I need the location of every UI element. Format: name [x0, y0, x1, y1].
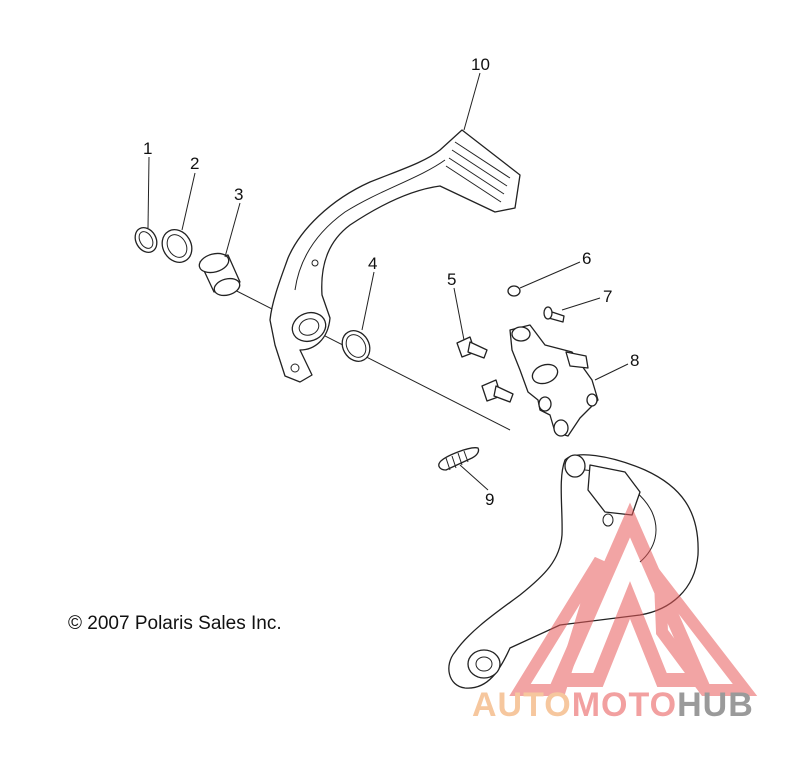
watermark-wordmark: AUTOMOTOHUB [472, 686, 754, 724]
part-2-washer[interactable] [156, 224, 197, 267]
part-3-bushing[interactable] [197, 250, 241, 298]
part-1-snap-ring[interactable] [131, 224, 161, 257]
part-10-brake-pedal[interactable] [269, 129, 521, 383]
callout-6: 6 [582, 249, 591, 268]
part-9-return-spring[interactable] [438, 447, 480, 471]
part-5-bolt[interactable] [456, 336, 488, 359]
part-4-washer[interactable] [337, 326, 376, 367]
callout-leaders [147, 72, 629, 491]
callout-2: 2 [190, 154, 199, 173]
callout-5: 5 [447, 270, 456, 289]
callout-4: 4 [368, 254, 377, 273]
part-8-mount-bolt[interactable] [481, 379, 514, 403]
callout-3: 3 [234, 185, 243, 204]
part-6-e-clip[interactable] [507, 285, 521, 297]
copyright-notice: © 2007 Polaris Sales Inc. [68, 613, 282, 634]
watermark-triangle-logo [509, 502, 758, 696]
callout-1: 1 [143, 139, 152, 158]
part-8-master-cylinder[interactable] [509, 324, 599, 437]
part-7-clevis-pin[interactable] [543, 306, 565, 323]
callout-10: 10 [471, 55, 490, 74]
callout-9: 9 [485, 490, 494, 509]
callout-7: 7 [603, 287, 612, 306]
frame-pivot-bracket [448, 454, 699, 689]
callout-8: 8 [630, 351, 639, 370]
